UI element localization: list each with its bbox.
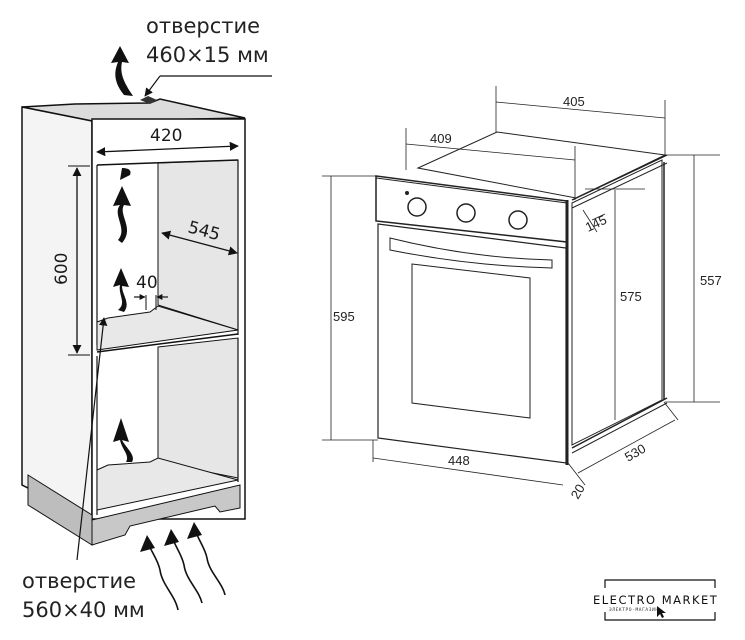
dim-line-width <box>96 141 239 157</box>
dim-label-body-height: 575 <box>620 289 642 304</box>
lower-niche-back <box>157 337 239 479</box>
dim-label-front-width: 448 <box>448 453 470 468</box>
top-opening-label-line2: 460×15 мм <box>146 43 269 67</box>
bottom-opening-label-line2: 560×40 мм <box>22 598 145 622</box>
intake-arrowheads <box>140 522 202 552</box>
dim-label-panel-thickness: 20 <box>568 481 588 501</box>
knob-icon <box>456 203 476 223</box>
dim-line-depth <box>161 230 238 256</box>
logo-subtitle: ЭЛЕКТРО·МАГАЗИН <box>609 607 659 613</box>
lower-floor <box>96 457 239 511</box>
oven-knobs <box>405 191 528 230</box>
oven-window <box>411 263 531 419</box>
electro-market-logo: ELECTRO MARKET ЭЛЕКТРО·МАГАЗИН <box>593 579 718 621</box>
top-opening-label-line1: отверстие <box>146 14 260 38</box>
upper-shelf <box>96 305 239 351</box>
dim-label-height: 600 <box>52 253 72 285</box>
intake-airflow-icon <box>147 529 226 611</box>
knob-icon <box>508 210 528 230</box>
knob-icon <box>407 197 427 217</box>
dim-label-depth: 530 <box>622 441 648 465</box>
plinth-front <box>91 484 241 546</box>
cabinet-left-side <box>21 106 93 522</box>
bottom-opening-leader <box>76 317 108 561</box>
bottom-opening-label-line1: отверстие <box>22 569 136 593</box>
dim-label-total-height: 557 <box>700 273 722 288</box>
logo-title: ELECTRO MARKET <box>593 593 718 607</box>
cabinet-drawing: 420 545 600 40 <box>21 14 272 622</box>
dim-label-top-depth: 405 <box>563 94 585 109</box>
dim-label-inner-width: 409 <box>430 131 452 146</box>
cursor-icon <box>657 606 666 618</box>
upper-niche-back <box>157 159 239 331</box>
airflow-arrow-icon <box>111 46 157 462</box>
dim-label-front-height: 595 <box>333 309 355 324</box>
dim-label-gap: 40 <box>136 273 158 293</box>
dim-label-width: 420 <box>150 126 182 146</box>
indicator-light-icon <box>405 191 409 195</box>
oven-door-handle <box>389 237 553 269</box>
oven-side <box>571 159 663 446</box>
oven-drawing <box>322 86 720 486</box>
oven-dimension-lines <box>322 86 720 486</box>
